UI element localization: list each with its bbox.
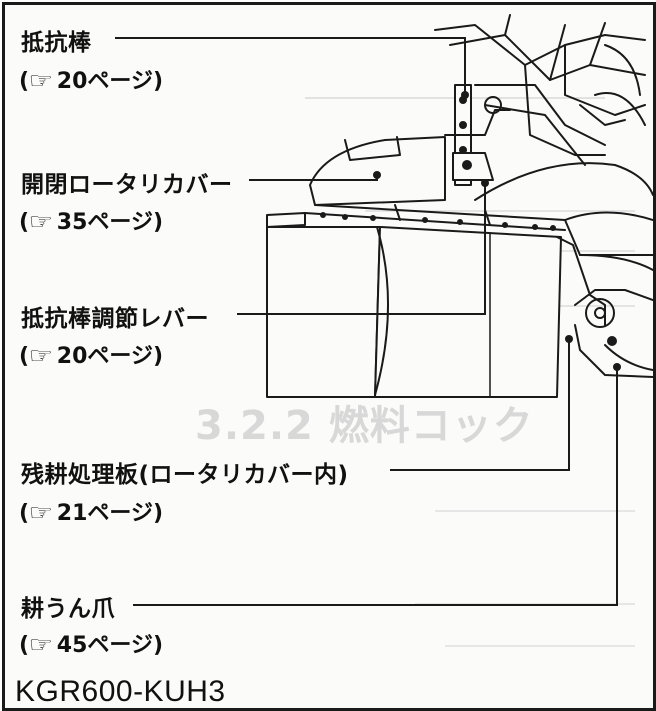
side-cover-shape bbox=[556, 236, 653, 378]
ref-residue-plate: (☞21ページ) bbox=[19, 501, 164, 526]
pointing-hand-icon: ☞ bbox=[28, 344, 54, 369]
label-tilling-claw: 耕うん爪 bbox=[21, 596, 115, 622]
ref-resistance-bar: (☞20ページ) bbox=[19, 69, 164, 94]
ref-rotary-cover: (☞35ページ) bbox=[19, 210, 164, 235]
rotary-cover-shape bbox=[304, 136, 653, 256]
leader-rotary-cover bbox=[249, 175, 378, 181]
leader-resistance-bar bbox=[115, 37, 466, 95]
model-name: KGR600-KUH3 bbox=[15, 675, 226, 708]
label-resistance-bar: 抵抗棒 bbox=[21, 30, 92, 56]
pointing-hand-icon: ☞ bbox=[28, 633, 54, 658]
residue-plate-shape bbox=[266, 212, 562, 398]
label-rotary-cover: 開閉ロータリカバー bbox=[21, 172, 233, 198]
background-section-title: 3.2.2 燃料コック bbox=[195, 403, 534, 449]
ref-tilling-claw: (☞45ページ) bbox=[19, 633, 164, 658]
label-resistance-lever: 抵抗棒調節レバー bbox=[21, 306, 209, 332]
label-residue-plate: 残耕処理板(ロータリカバー内) bbox=[21, 462, 349, 488]
pointing-hand-icon: ☞ bbox=[28, 501, 54, 526]
upper-frame bbox=[434, 14, 646, 166]
leader-residue-plate bbox=[390, 339, 570, 471]
ref-resistance-lever: (☞20ページ) bbox=[19, 344, 164, 369]
pointing-hand-icon: ☞ bbox=[28, 210, 54, 235]
leader-tilling-claw bbox=[133, 367, 618, 606]
leader-resistance-lever bbox=[237, 183, 486, 315]
rotary-illustration bbox=[115, 14, 653, 606]
pointing-hand-icon: ☞ bbox=[28, 69, 54, 94]
